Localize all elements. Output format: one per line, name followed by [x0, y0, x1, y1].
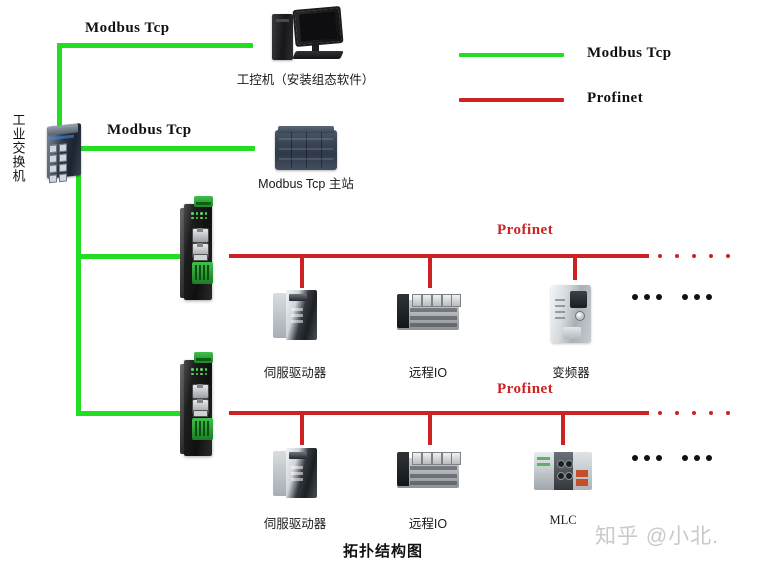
servo-drive-icon: [273, 290, 317, 340]
bus2-device-label-0: 伺服驱动器: [263, 517, 327, 531]
profinet-bus-2-continuation: [658, 411, 730, 415]
remote-io-icon: [397, 294, 461, 330]
remote-io-icon: [397, 452, 461, 488]
plc-rack-label: Modbus Tcp 主站: [258, 177, 354, 191]
bus2-device-label-2: MLC: [549, 513, 577, 527]
profinet-drop-1-2: [428, 254, 432, 288]
profinet-bus-1-continuation: [658, 254, 730, 258]
industrial-switch-icon: [44, 122, 84, 184]
profinet-drop-1-3: [573, 254, 577, 280]
industrial-pc-icon: [272, 5, 344, 64]
profinet-bus-2-label: Profinet: [497, 381, 554, 397]
profinet-bus-1-label: Profinet: [497, 222, 554, 238]
protocol-gateway-icon: [180, 196, 216, 306]
bus1-device-label-2: 变频器: [552, 366, 590, 380]
bus1-device-label-1: 远程IO: [408, 366, 448, 380]
legend-label-0: Modbus Tcp: [587, 45, 672, 61]
more-devices-ellipsis-2: [632, 455, 718, 461]
bus2-device-label-1: 远程IO: [408, 517, 448, 531]
vfd-icon: [551, 285, 591, 343]
profinet-drop-2-3: [561, 411, 565, 445]
protocol-gateway-icon: [180, 352, 216, 462]
industrial-pc-label: 工控机（安装组态软件）: [236, 73, 375, 87]
industrial-switch-label: 工业交换机: [10, 113, 26, 183]
more-devices-ellipsis-1: [632, 294, 718, 300]
red-line-icon: [459, 98, 564, 102]
modbus-top-label: Modbus Tcp: [85, 20, 170, 36]
modbus-link-gateway1: [76, 254, 181, 259]
modbus-link-gateway2: [76, 411, 181, 416]
profinet-drop-1-1: [300, 254, 304, 288]
watermark: 知乎 @小北.: [595, 525, 719, 548]
profinet-bus-2: [229, 411, 649, 415]
profinet-drop-2-2: [428, 411, 432, 445]
mlc-controller-icon: [534, 452, 592, 490]
modbus-mid-label: Modbus Tcp: [107, 122, 192, 138]
plc-rack-icon: [275, 126, 337, 170]
page-title: 拓扑结构图: [343, 543, 424, 560]
modbus-trunk-lower: [76, 168, 81, 416]
servo-drive-icon: [273, 448, 317, 498]
modbus-link-hmi: [57, 43, 253, 48]
legend-label-1: Profinet: [587, 90, 644, 106]
profinet-drop-2-1: [300, 411, 304, 445]
profinet-bus-1: [229, 254, 649, 258]
green-line-icon: [459, 53, 564, 57]
bus1-device-label-0: 伺服驱动器: [263, 366, 327, 380]
modbus-link-plc: [80, 146, 255, 151]
modbus-trunk-upper: [57, 43, 62, 135]
